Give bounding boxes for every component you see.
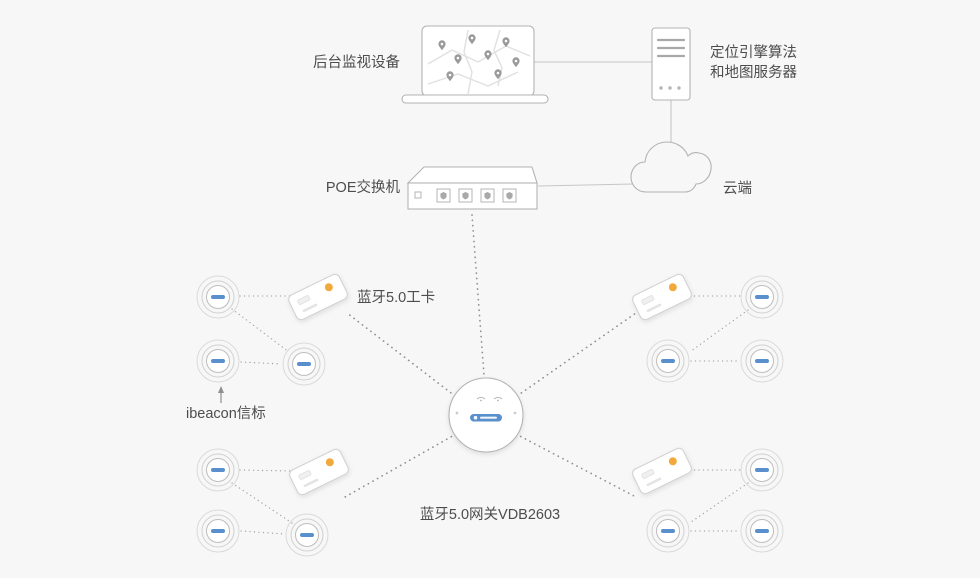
dotted-link (240, 530, 285, 535)
ibeacon-node (282, 342, 326, 386)
ibeacon-node (196, 509, 240, 553)
cluster-internal-links (231, 295, 749, 535)
signal-dot (480, 399, 482, 402)
gateway-screw (513, 411, 517, 415)
dotted-link (239, 469, 292, 472)
dotted-link (231, 482, 293, 524)
map-roads (427, 29, 531, 95)
work-badge (288, 448, 350, 497)
gateway-brand-logo (470, 414, 502, 422)
signal-icon (493, 397, 503, 400)
server-led (668, 86, 672, 90)
ibeacon-arrow (218, 386, 224, 403)
dotted-gateway-to-topright (516, 312, 637, 397)
signal-dot (497, 399, 499, 402)
work-badge (631, 447, 693, 496)
ibeacon-node (285, 513, 329, 557)
ibeacon-node (740, 448, 784, 492)
label-server-line1: 定位引擎算法 (710, 44, 797, 61)
dotted-link (240, 361, 282, 365)
label-ibeacon: ibeacon信标 (186, 405, 266, 422)
label-monitor-device: 后台监视设备 (313, 54, 400, 71)
server-led (677, 86, 681, 90)
ibeacon-node (646, 339, 690, 383)
ibeacon-node (196, 275, 240, 319)
cloud-icon (630, 141, 712, 193)
ibeacon-node (646, 509, 690, 553)
dotted-switch-to-gateway (471, 214, 485, 376)
server-tower (651, 27, 691, 101)
server-body (651, 27, 691, 101)
laptop-monitor (401, 25, 549, 104)
switch-top (406, 166, 538, 184)
dotted-link (231, 308, 290, 353)
dotted-gateway-to-topleft (346, 312, 456, 397)
label-server-line2: 和地图服务器 (710, 64, 797, 81)
bluetooth-gateway (448, 377, 524, 453)
label-gateway: 蓝牙5.0网关VDB2603 (420, 506, 560, 523)
ibeacon-node (196, 448, 240, 492)
dotted-link (690, 309, 749, 352)
label-work-badge: 蓝牙5.0工卡 (357, 289, 435, 306)
connection-lines (231, 61, 749, 535)
ibeacon-node (196, 339, 240, 383)
line-switch-to-cloud (537, 183, 635, 187)
ibeacon-node (740, 509, 784, 553)
work-badge (287, 273, 349, 322)
dotted-gateway-to-bottomleft (344, 433, 457, 498)
ibeacon-node (740, 275, 784, 319)
work-badge (631, 273, 693, 322)
dotted-link (690, 482, 749, 523)
label-cloud: 云端 (723, 180, 752, 197)
switch-indicator (414, 191, 422, 199)
ibeacon-node (740, 339, 784, 383)
dotted-gateway-to-bottomright (515, 433, 637, 498)
laptop-base (401, 94, 549, 104)
poe-switch (406, 166, 538, 210)
gateway-screw (455, 411, 459, 415)
signal-icon (476, 397, 486, 400)
label-poe-switch: POE交换机 (326, 178, 401, 196)
server-led (659, 86, 663, 90)
